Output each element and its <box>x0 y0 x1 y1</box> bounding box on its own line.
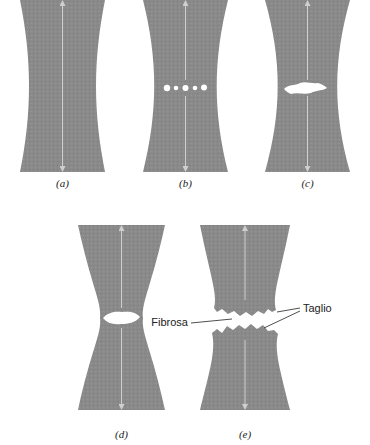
callout-label: Taglio <box>303 302 332 314</box>
figure-label: (a) <box>56 177 69 189</box>
figure-label: (c) <box>301 177 313 189</box>
figure-label: (e) <box>239 428 251 440</box>
figure-label: (b) <box>179 177 192 189</box>
callout-label: Fibrosa <box>151 316 188 328</box>
figure-label: (d) <box>115 428 128 440</box>
